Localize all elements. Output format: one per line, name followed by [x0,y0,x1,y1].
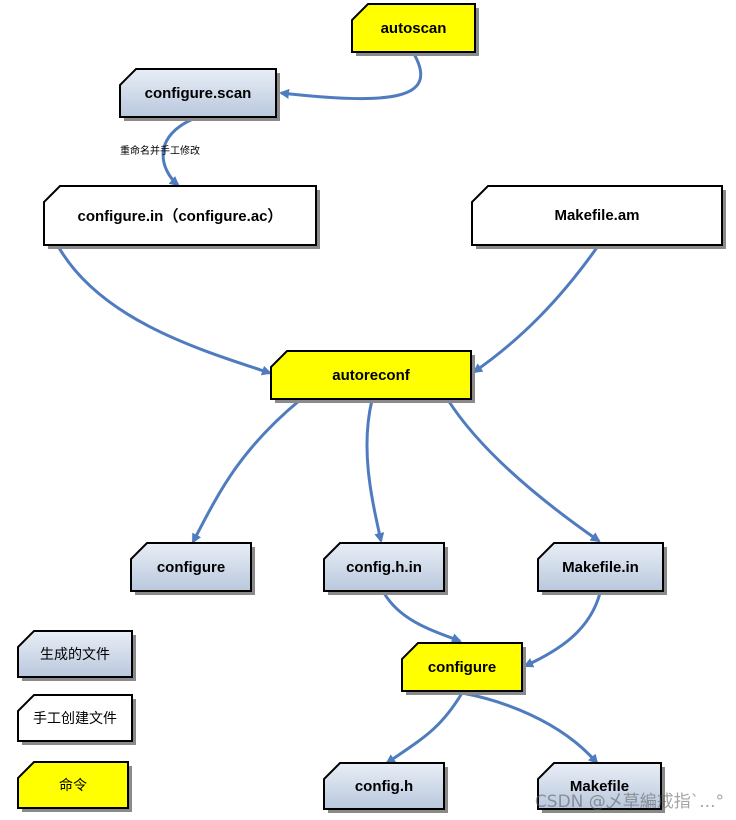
node-body [43,185,317,246]
edge-label-rename-edit: 重命名并手工修改 [120,146,200,157]
edge-config-h-in-to-configure-cmd [382,592,462,643]
node-body [401,642,523,692]
node-configure-generated-label: configure [156,558,226,576]
node-configure-command-label: configure [427,658,497,676]
node-configure-in: configure.in（configure.ac） [43,185,320,249]
legend-manual: 手工创建文件 [17,694,136,745]
node-makefile-in: Makefile.in [537,542,667,595]
node-makefile-am: Makefile.am [471,185,726,249]
node-autoreconf: autoreconf [270,350,475,403]
node-makefile-label: Makefile [569,777,630,795]
edge-autoreconf-to-config-h-in [365,399,385,543]
node-shape [323,542,448,595]
node-body [323,542,445,592]
node-body [323,762,445,810]
node-configure-scan: configure.scan [119,68,280,121]
node-shape [537,762,665,813]
node-config-h-in-label: config.h.in [346,558,422,576]
node-body [17,630,133,678]
node-configure-in-label: configure.in（configure.ac） [77,208,283,225]
edge-makefile-in-to-configure-cmd [523,592,602,668]
node-body [270,350,472,400]
node-configure-generated: configure [130,542,255,595]
node-autoscan-label: autoscan [380,19,447,37]
edge-autoscan-to-configure-scan [279,53,423,101]
node-shape [17,694,136,745]
node-body [17,761,129,809]
edge-autoreconf-to-makefile-in [446,399,601,543]
node-body [471,185,723,246]
edge-configure-cmd-to-config-h [385,692,464,765]
node-shape [130,542,255,595]
legend-generated-label: 生成的文件 [40,646,110,662]
watermark: CSDN @乄草編戒指`...° [534,792,724,812]
node-configure-scan-label: configure.scan [144,84,252,102]
node-shape [401,642,526,695]
node-shape [17,630,136,681]
node-configure-command: configure [401,642,526,695]
node-shape [119,68,280,121]
edge-configure-cmd-to-makefile [461,691,599,765]
node-config-h: config.h [323,762,448,813]
node-body [351,3,476,53]
legend-manual-label: 手工创建文件 [33,710,117,726]
node-shape [17,761,132,812]
node-shape [471,185,726,249]
node-shape [270,350,475,403]
node-shape [43,185,320,249]
node-config-h-in: config.h.in [323,542,448,595]
edge-makefile-am-to-autoreconf [472,245,600,374]
node-shape [323,762,448,813]
node-shape [351,3,479,56]
node-body [17,694,133,742]
edge-autoreconf-to-configure [191,398,301,544]
edge-configure-scan-to-configure-in [161,115,199,187]
node-makefile-in-label: Makefile.in [562,558,639,576]
node-body [537,542,664,592]
node-body [537,762,662,810]
edge-configure-in-to-autoreconf [56,245,272,376]
node-makefile-am-label: Makefile.am [554,207,640,224]
node-makefile: Makefile [537,762,665,813]
node-shape [537,542,667,595]
legend-command: 命令 [17,761,132,812]
node-body [130,542,252,592]
node-body [119,68,277,118]
node-autoreconf-label: autoreconf [332,366,410,384]
legend-generated: 生成的文件 [17,630,136,681]
node-config-h-label: config.h [354,777,414,795]
node-autoscan: autoscan [351,3,479,56]
legend-command-label: 命令 [59,777,87,793]
